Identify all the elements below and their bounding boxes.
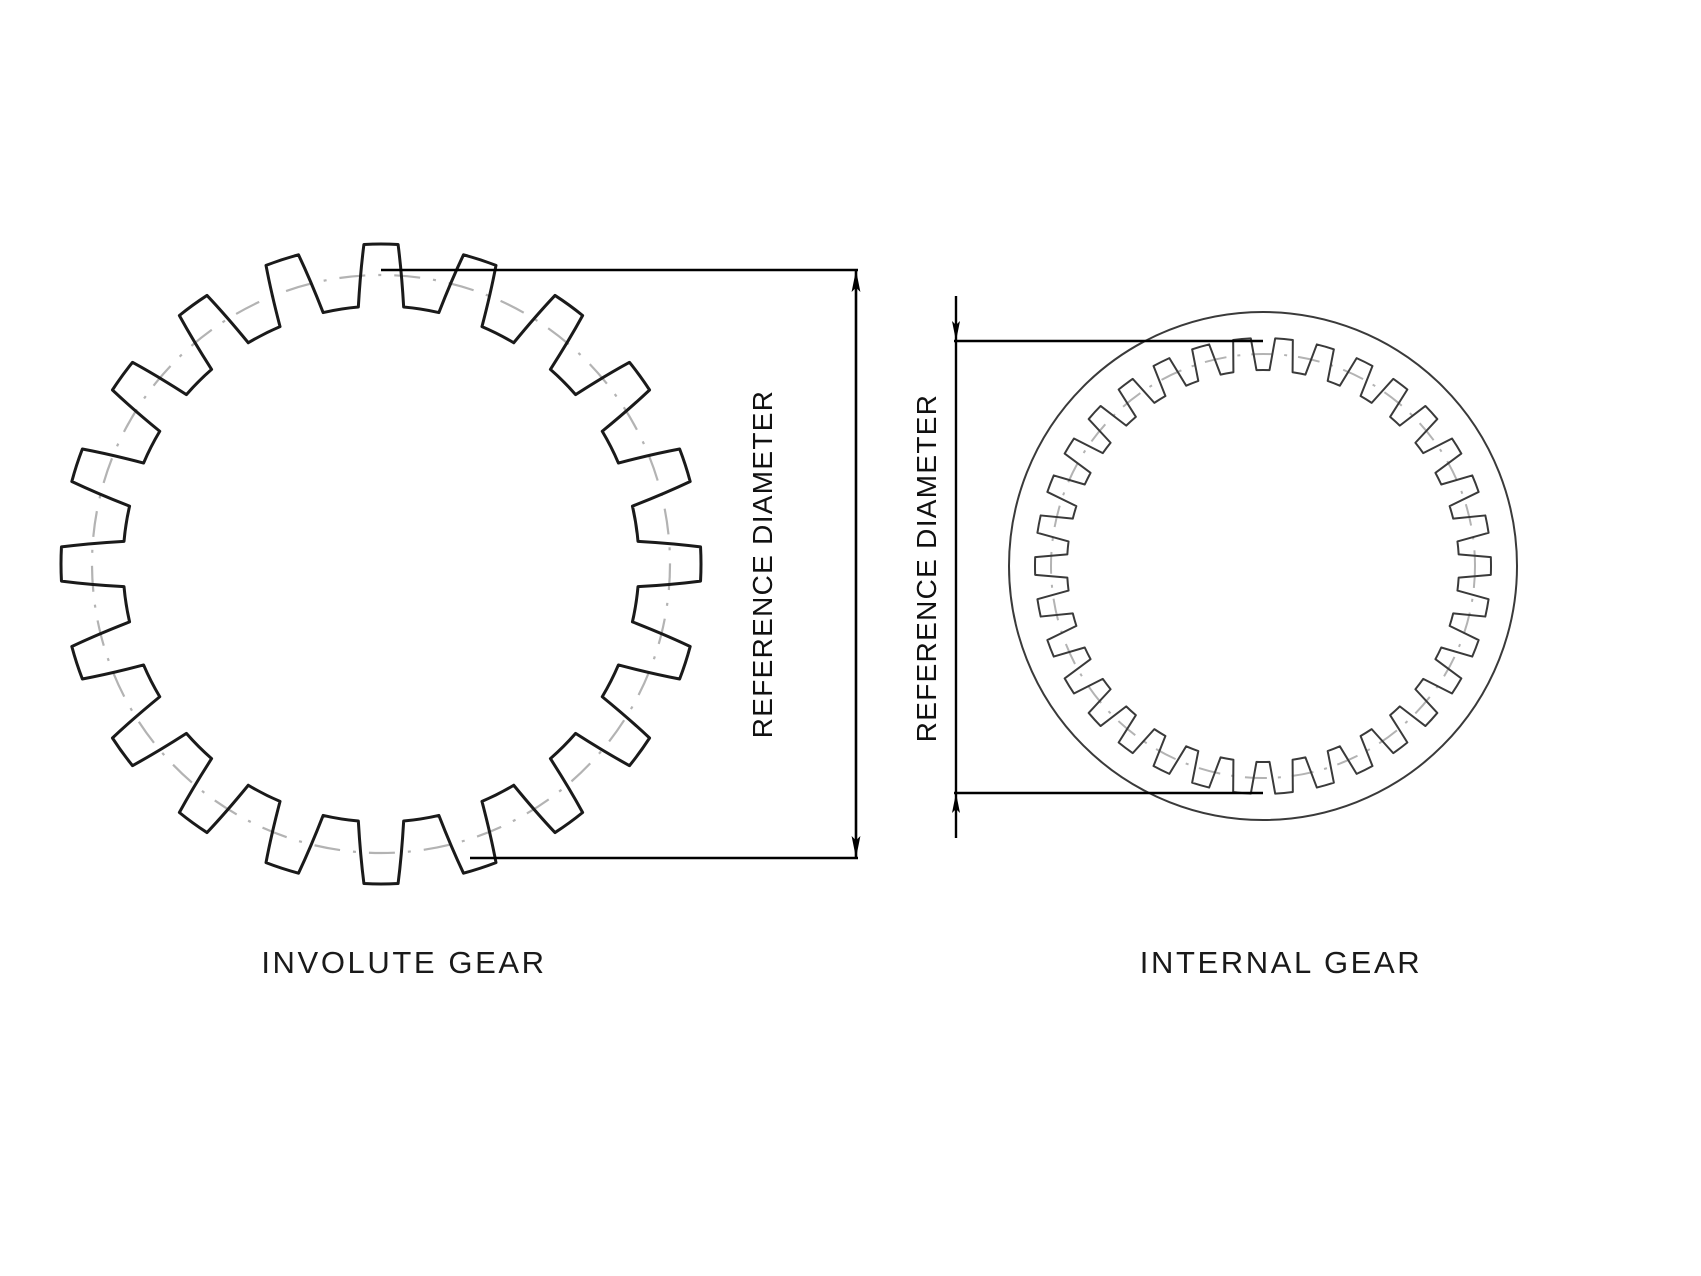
involute-gear-figure: REFERENCE DIAMETER INVOLUTE GEAR	[59, 242, 861, 980]
reference-circle-external	[90, 273, 672, 855]
dimension-internal: REFERENCE DIAMETER	[911, 296, 1263, 838]
arrowhead-bottom-icon	[952, 793, 960, 813]
internal-gear-rim	[1008, 311, 1518, 821]
arrowhead-bottom-icon	[851, 836, 861, 858]
dimension-external: REFERENCE DIAMETER	[381, 268, 861, 860]
involute-gear-outline	[59, 242, 703, 886]
internal-gear-caption: INTERNAL GEAR	[1140, 945, 1422, 980]
dimension-label-internal: REFERENCE DIAMETER	[911, 394, 942, 743]
internal-gear-figure: REFERENCE DIAMETER INTERNAL GEAR	[911, 296, 1518, 980]
internal-gear-teeth-outline	[1033, 337, 1493, 795]
dimension-label-external: REFERENCE DIAMETER	[747, 390, 778, 739]
arrowhead-top-icon	[952, 321, 960, 341]
reference-circle-internal	[1049, 353, 1477, 779]
involute-gear-caption: INVOLUTE GEAR	[261, 945, 546, 980]
arrowhead-top-icon	[851, 270, 861, 292]
